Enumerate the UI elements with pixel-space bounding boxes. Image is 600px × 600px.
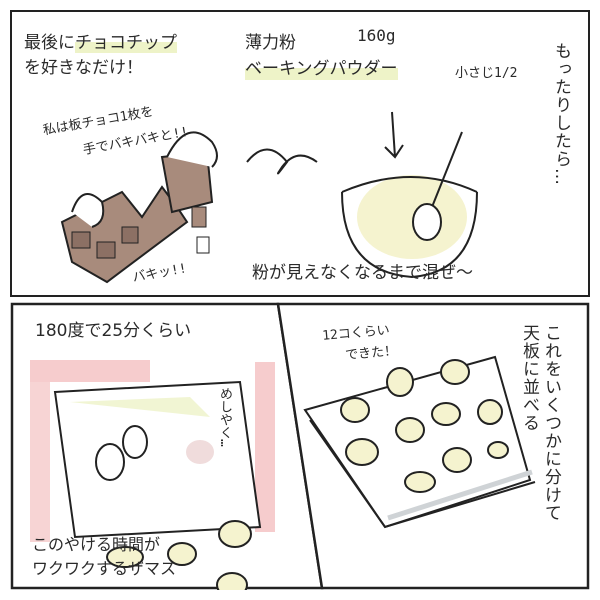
ingredient-flour-amount: 160g — [357, 26, 396, 45]
chocolate-bar-drawing — [60, 131, 218, 284]
ingredient-baking-powder: ベーキングパウダー — [245, 58, 398, 80]
caption-divide: これをいくつかに分けて — [541, 324, 561, 522]
handwritten-sfx: めしやく… — [217, 387, 232, 447]
arrow-down-icon — [384, 111, 404, 159]
caption-bottom-line1: このやける時間が — [32, 535, 161, 554]
panel-baking-tray: 12コくらい できた！ これをいくつかに分けて 天板に並べる — [270, 302, 590, 590]
highlighted-text: チョコチップ — [75, 33, 177, 53]
caption-text: 最後に — [24, 33, 75, 53]
mixing-bowl-drawing — [341, 131, 478, 279]
caption-arrange-on-tray: 天板に並べる — [519, 324, 539, 432]
oven-window-drawing — [53, 380, 262, 539]
panel-mixing: 最後にチョコチップ を好きなだけ！ 薄力粉 160g ベーキングパウダー 小さじ… — [10, 10, 590, 297]
caption-mix: 粉が見えなくなるまで混ぜ〜 — [252, 263, 473, 283]
ingredient-flour: 薄力粉 — [245, 33, 296, 53]
caption-bake-time: 180度で25分くらい — [35, 321, 192, 341]
caption-bottom-line2: ワクワクするザマス — [32, 559, 177, 578]
ingredient-baking-powder-amount: 小さじ1/2 — [455, 66, 518, 81]
mixing-illustration — [60, 111, 478, 284]
cookie-dough-drawing — [340, 359, 509, 493]
oven-pink-shading — [30, 360, 150, 382]
caption-when-thick: もったりしたら… — [551, 42, 571, 186]
caption-chocolate-chips: 最後にチョコチップ — [24, 32, 177, 54]
cookies-drawing — [106, 520, 252, 590]
caption-as-much-as-you-like: を好きなだけ！ — [24, 58, 143, 78]
arrow-curly-icon — [246, 148, 318, 175]
